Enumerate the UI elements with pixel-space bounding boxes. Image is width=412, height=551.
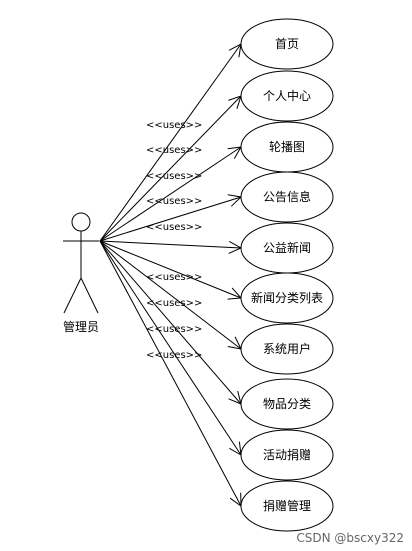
use-case-label-uc-donation-management: 捐赠管理 [263,498,311,513]
association-line-uc-announcement [99,196,242,242]
uses-label-8: <<uses>> [146,324,202,335]
use-case-label-uc-system-user: 系统用户 [263,341,311,356]
uses-label-1: <<uses>> [146,120,202,131]
actor-right-leg [80,277,99,314]
association-line-uc-personal-center [99,95,242,242]
use-case-ellipse-uc-donation-management[interactable] [240,480,334,532]
association-line-uc-home [99,43,242,242]
association-line-uc-event-donation [99,240,242,456]
uses-label-7: <<uses>> [146,298,202,309]
use-case-label-uc-event-donation: 活动捐赠 [263,448,311,462]
use-case-label-uc-item-category: 物品分类 [263,397,311,411]
use-case-label-uc-charity-news: 公益新闻 [263,240,311,255]
association-line-uc-carousel [99,146,242,242]
association-line-uc-item-category [99,240,242,405]
uses-label-9: <<uses>> [146,350,202,361]
use-case-ellipse-uc-home[interactable] [240,18,334,70]
watermark-text: CSDN @bscxy322 [296,531,404,545]
actor-figure [63,212,99,314]
uses-label-4: <<uses>> [146,196,202,207]
actor-head [71,212,91,232]
uses-label-6: <<uses>> [146,272,202,283]
uses-label-2: <<uses>> [146,145,202,156]
actor-label: 管理员 [63,319,99,334]
association-labels: <<uses>> <<uses>> <<uses>> <<uses>> <<uses>>… [146,120,202,361]
use-case-label-uc-personal-center: 个人中心 [263,88,311,103]
association-edges [99,43,243,507]
association-line-uc-system-user [99,240,242,350]
actor-left-leg [63,277,82,314]
use-case-ellipse-uc-personal-center[interactable] [240,70,334,122]
use-case-label-uc-carousel: 轮播图 [269,140,305,154]
association-line-uc-donation-management [99,240,242,507]
uses-label-3: <<uses>> [146,171,202,182]
use-case-ellipse-uc-event-donation[interactable] [240,429,334,481]
use-case-label-uc-announcement: 公告信息 [263,189,311,204]
use-case-ellipse-uc-news-category[interactable] [240,272,334,324]
use-case-label-uc-news-category: 新闻分类列表 [251,290,323,305]
use-case-ellipse-uc-item-category[interactable] [240,378,334,430]
uses-label-5: <<uses>> [146,222,202,233]
use-case-ellipse-uc-system-user[interactable] [240,323,334,375]
association-line-uc-charity-news [99,240,242,249]
use-case-ellipse-uc-announcement[interactable] [240,171,334,223]
association-line-uc-news-category [99,240,242,299]
use-case-label-uc-home: 首页 [275,37,299,51]
